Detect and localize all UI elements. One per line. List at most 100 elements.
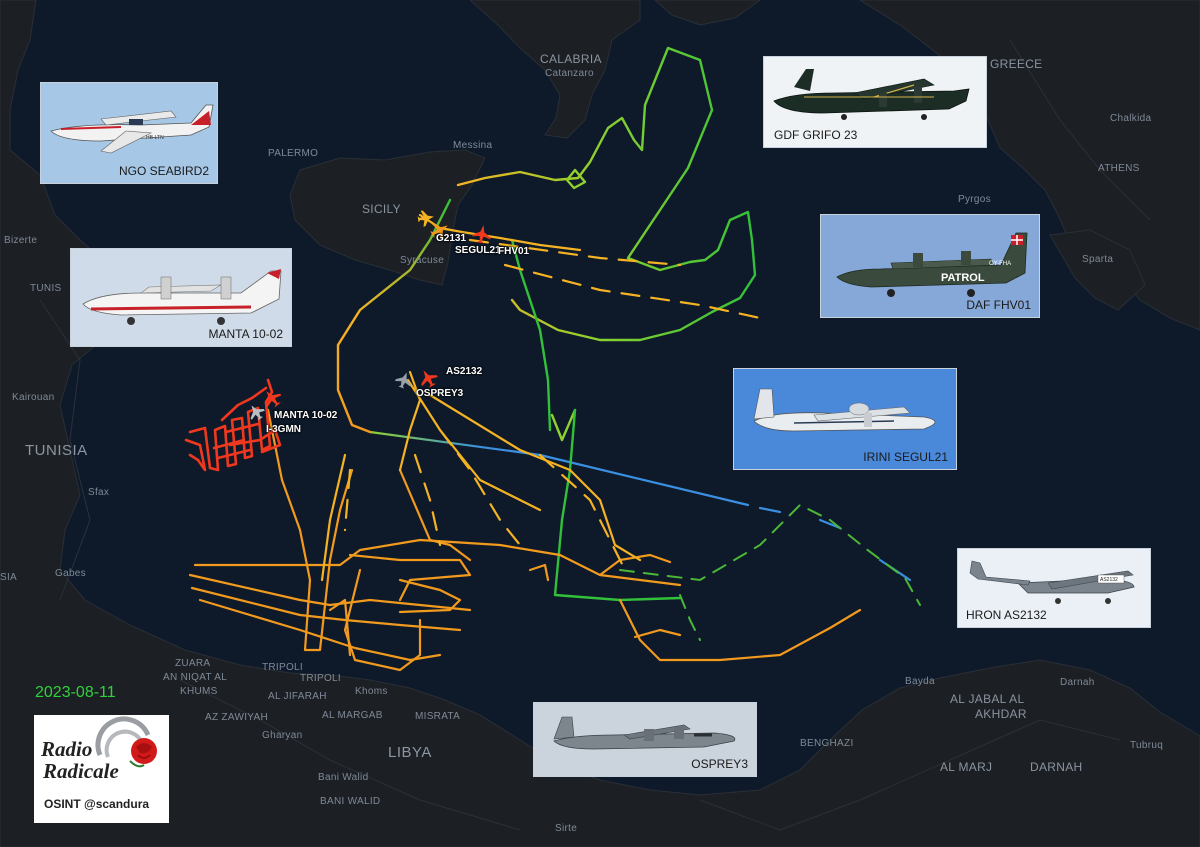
place-tunis: TUNIS (30, 283, 62, 294)
photo-caption-hron-as2132: HRON AS2132 (966, 608, 1047, 622)
land-roads (39, 39, 1151, 831)
track-manta1002 (184, 378, 282, 472)
radio-radicale-logo[interactable]: Radio Radicale OSINT @scandura (34, 715, 169, 823)
place-bani-walid: BANI WALID (320, 796, 381, 807)
daf-tail-registration: OY-FHA (989, 261, 1011, 267)
place-tripoli-small: TRIPOLI (262, 662, 303, 673)
place-sirte: Sirte (555, 823, 578, 834)
aircraft-as2132-icon (421, 370, 438, 388)
callsign-manta1002[interactable]: MANTA 10-02 (274, 410, 338, 421)
place-athens: ATHENS (1098, 163, 1140, 174)
daf-plane-illustration: PATROL OY-FHA (821, 215, 1039, 317)
place-syracuse: Syracuse (400, 255, 445, 266)
peloponnese-landmass (1049, 229, 1146, 311)
place-an-niqat: AN NIQAT AL (163, 672, 228, 683)
photo-caption-grifo23: GDF GRIFO 23 (774, 128, 858, 142)
callsign-g2131[interactable]: G2131 (436, 233, 467, 244)
place-al-margab: AL MARGAB (322, 710, 383, 721)
photo-caption-manta1002: MANTA 10-02 (208, 327, 283, 341)
place-benghazi: BENGHAZI (800, 738, 854, 749)
aircraft-segul21-icon (472, 225, 491, 244)
place-akhdar: AKHDAR (975, 707, 1027, 721)
grifo-plane-illustration (764, 57, 986, 147)
photo-card-seabird2[interactable]: HB-LTN NGO SEABIRD2 (40, 82, 218, 184)
photo-card-daf-fhv01[interactable]: PATROL OY-FHA DAF FHV01 (820, 214, 1040, 318)
italy-heel (654, 0, 761, 26)
date-label: 2023-08-11 (35, 684, 116, 701)
callsign-as2132[interactable]: AS2132 (446, 366, 483, 377)
place-tobruk: Tubruq (1130, 740, 1164, 751)
logo-line1: Radio (41, 737, 93, 761)
place-pyrgos: Pyrgos (958, 194, 991, 205)
aircraft-markers[interactable] (245, 209, 493, 423)
place-catanzaro: Catanzaro (545, 68, 594, 79)
place-messina: Messina (453, 140, 493, 151)
place-kairouan: Kairouan (12, 392, 55, 403)
photo-card-irini-segul21[interactable]: IRINI SEGUL21 (733, 368, 957, 470)
aircraft-manta-icon (266, 391, 282, 408)
place-greece: GREECE (990, 57, 1043, 71)
place-darnah: DARNAH (1030, 760, 1083, 774)
photo-card-manta1002[interactable]: MANTA 10-02 (70, 248, 292, 347)
seabird-plane-illustration: HB-LTN (41, 83, 217, 183)
place-zuara: ZUARA (175, 658, 211, 669)
place-chalkida: Chalkida (1110, 113, 1152, 124)
logo-graphic (95, 716, 157, 768)
place-gharyan: Gharyan (262, 730, 303, 741)
callsign-segul21[interactable]: SEGUL21 (455, 245, 501, 256)
photo-card-osprey3[interactable]: OSPREY3 (533, 702, 757, 777)
place-sfax: Sfax (88, 487, 110, 498)
place-tunisia: TUNISIA (25, 442, 88, 459)
place-palermo: PALERMO (268, 148, 319, 159)
place-az-zawiyah: AZ ZAWIYAH (205, 712, 268, 723)
track-amber-dashed (343, 238, 762, 572)
osprey-plane-illustration (534, 703, 756, 776)
track-grifo23 (456, 46, 757, 442)
place-darnah-small: Darnah (1060, 677, 1095, 688)
place-calabria: CALABRIA (540, 52, 602, 66)
place-bayda: Bayda (905, 676, 935, 687)
photo-caption-osprey3: OSPREY3 (691, 757, 748, 771)
place-al-jabal: AL JABAL AL (950, 692, 1025, 706)
manta-plane-illustration (71, 249, 291, 346)
callsign-fhv01[interactable]: FHV01 (498, 246, 530, 257)
aircraft-fhv01-icon (417, 210, 434, 227)
aircraft-i3gmn-icon (250, 405, 265, 421)
hron-drone-illustration: AS2132 (958, 549, 1150, 627)
seabird-registration: HB-LTN (146, 135, 164, 141)
callsign-i3gmn[interactable]: I-3GMN (266, 424, 301, 435)
sicily-landmass (289, 149, 486, 286)
logo-line2: Radicale (43, 759, 119, 783)
hron-tail-marking: AS2132 (1100, 577, 1118, 583)
photo-caption-seabird2: NGO SEABIRD2 (118, 164, 209, 178)
aircraft-osprey3-icon (395, 372, 411, 389)
photo-caption-irini-segul21: IRINI SEGUL21 (863, 450, 948, 464)
daf-fuselage-text: PATROL (941, 272, 985, 284)
place-tripoli: TRIPOLI (300, 673, 341, 684)
place-bani-walid-small: Bani Walid (318, 772, 369, 783)
place-sicily: SICILY (362, 202, 401, 216)
track-osprey3 (336, 198, 682, 602)
place-al-jifarah: AL JIFARAH (268, 691, 327, 702)
aircraft-g2131-icon (430, 223, 448, 240)
place-khums-a: KHUMS (180, 686, 218, 697)
italy-landmass (469, 0, 641, 139)
logo-credit: OSINT @scandura (44, 797, 150, 811)
photo-card-grifo23[interactable]: GDF GRIFO 23 (763, 56, 987, 148)
photo-caption-daf-fhv01: DAF FHV01 (966, 298, 1031, 312)
place-libya: LIBYA (388, 744, 432, 761)
place-al-marj: AL MARJ (940, 760, 993, 774)
rose-icon (129, 738, 157, 768)
irini-plane-illustration (734, 369, 956, 469)
place-khoms: Khoms (355, 686, 388, 697)
place-sia: SIA (0, 572, 18, 583)
place-gabes: Gabes (55, 568, 86, 579)
callsign-osprey3[interactable]: OSPREY3 (416, 388, 464, 399)
place-sparta: Sparta (1082, 254, 1114, 265)
track-orange (188, 408, 862, 672)
track-green-dashed (619, 503, 921, 641)
photo-card-hron-as2132[interactable]: AS2132 HRON AS2132 (957, 548, 1151, 628)
place-bizerte: Bizerte (4, 235, 38, 246)
place-misrata: MISRATA (415, 711, 461, 722)
